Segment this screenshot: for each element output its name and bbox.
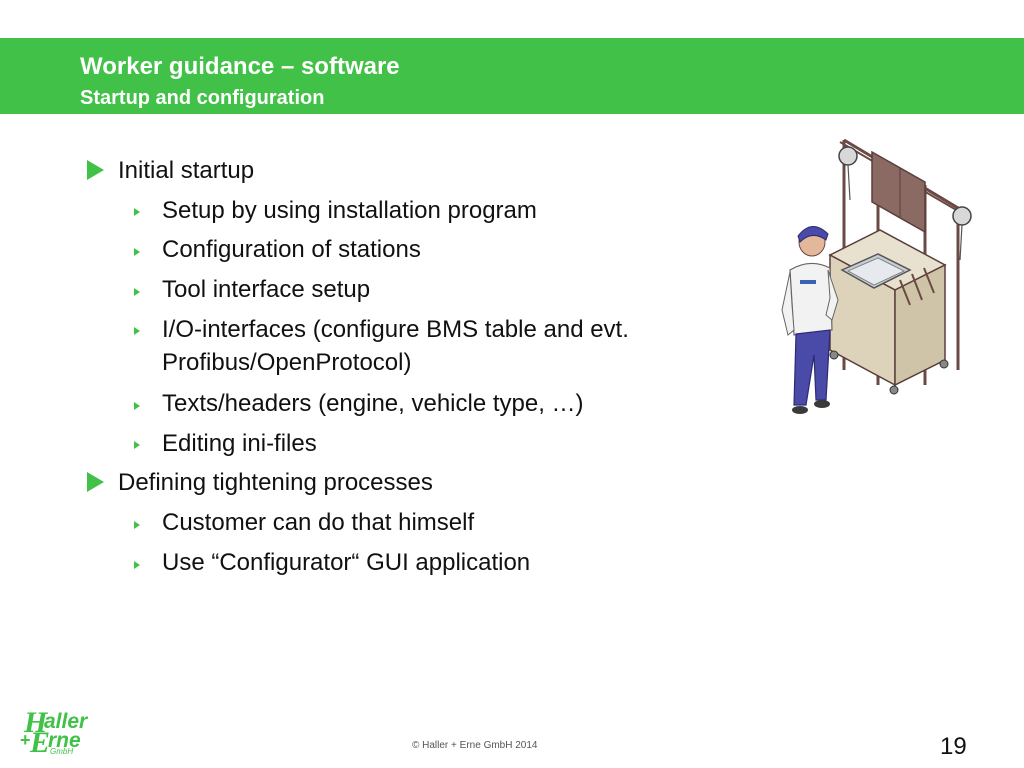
small-triangle-right-icon	[134, 441, 140, 449]
slide-title: Worker guidance – software	[80, 53, 400, 80]
small-triangle-right-icon	[134, 327, 140, 335]
logo-plus: +	[20, 730, 31, 750]
logo-text: rne	[48, 729, 81, 752]
sub-bullet-item: Tool interface setup	[162, 276, 371, 303]
sub-bullet-item: Customer can do that himself	[162, 509, 475, 536]
small-triangle-right-icon	[134, 288, 140, 296]
sub-bullet-item: I/O-interfaces (configure BMS table and …	[162, 316, 629, 343]
logo-gmbh: GmbH	[50, 747, 74, 756]
slide-subtitle: Startup and configuration	[80, 87, 325, 109]
logo-letter: E	[30, 726, 51, 759]
small-triangle-right-icon	[134, 402, 140, 410]
sub-bullet-item-continuation: Profibus/OpenProtocol)	[162, 349, 412, 376]
logo-text: aller	[44, 710, 88, 733]
logo-letter: H	[24, 706, 48, 739]
slide-header-bar: Worker guidance – software Startup and c…	[0, 38, 1024, 114]
sub-bullet-item: Use “Configurator“ GUI application	[162, 549, 531, 576]
small-triangle-right-icon	[134, 248, 140, 256]
triangle-right-icon	[87, 160, 104, 180]
worker-at-assembly-station-illustration	[781, 138, 972, 414]
triangle-right-icon	[87, 472, 104, 492]
haller-erne-logo: H aller + E rne GmbH	[18, 706, 118, 759]
bullet-item: Initial startup	[118, 157, 255, 184]
sub-bullet-item: Setup by using installation program	[162, 197, 537, 224]
sub-bullet-item: Editing ini-files	[162, 430, 317, 457]
copyright-notice: © Haller + Erne GmbH 2014	[412, 740, 538, 751]
page-number: 19	[940, 733, 967, 760]
small-triangle-right-icon	[134, 561, 140, 569]
bullet-item: Defining tightening processes	[118, 469, 433, 496]
small-triangle-right-icon	[134, 208, 140, 216]
sub-bullet-item: Texts/headers (engine, vehicle type, …)	[162, 390, 584, 417]
sub-bullet-item: Configuration of stations	[162, 236, 421, 263]
small-triangle-right-icon	[134, 521, 140, 529]
